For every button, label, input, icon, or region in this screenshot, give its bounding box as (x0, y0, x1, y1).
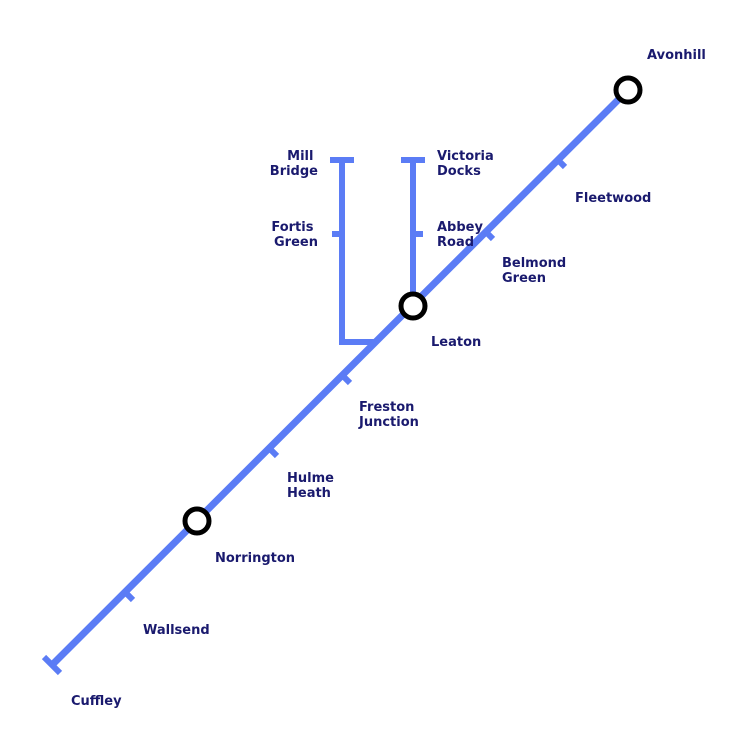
station-label-hulme-heath: Hulme Heath (287, 471, 339, 501)
mill-bridge-branch (339, 160, 375, 345)
norrington-interchange-marker (182, 506, 212, 536)
belmond-green-tick (483, 229, 496, 242)
freston-junction-tick (340, 373, 353, 386)
fleetwood-tick (555, 157, 568, 170)
wallsend-tick (123, 590, 136, 603)
station-label-abbey-road: Abbey Road (437, 220, 488, 250)
station-label-belmond-green: Belmond Green (502, 256, 571, 286)
station-label-leaton: Leaton (431, 335, 481, 350)
station-label-avonhill: Avonhill (647, 48, 706, 63)
station-label-wallsend: Wallsend (143, 623, 210, 638)
station-label-fleetwood: Fleetwood (575, 191, 651, 206)
avonhill-interchange-marker (613, 75, 643, 105)
station-label-fortis-green: Fortis Green (271, 220, 318, 250)
main-line (49, 87, 631, 668)
station-label-freston-junction: Freston Junction (358, 400, 419, 430)
station-label-mill-bridge: Mill Bridge (270, 149, 318, 179)
hulme-heath-tick (267, 446, 280, 459)
station-label-norrington: Norrington (215, 551, 295, 566)
leaton-interchange-marker (398, 291, 428, 321)
cuffley-terminal (41, 654, 63, 676)
station-label-victoria-docks: Victoria Docks (437, 149, 498, 179)
station-label-cuffley: Cuffley (71, 694, 122, 709)
